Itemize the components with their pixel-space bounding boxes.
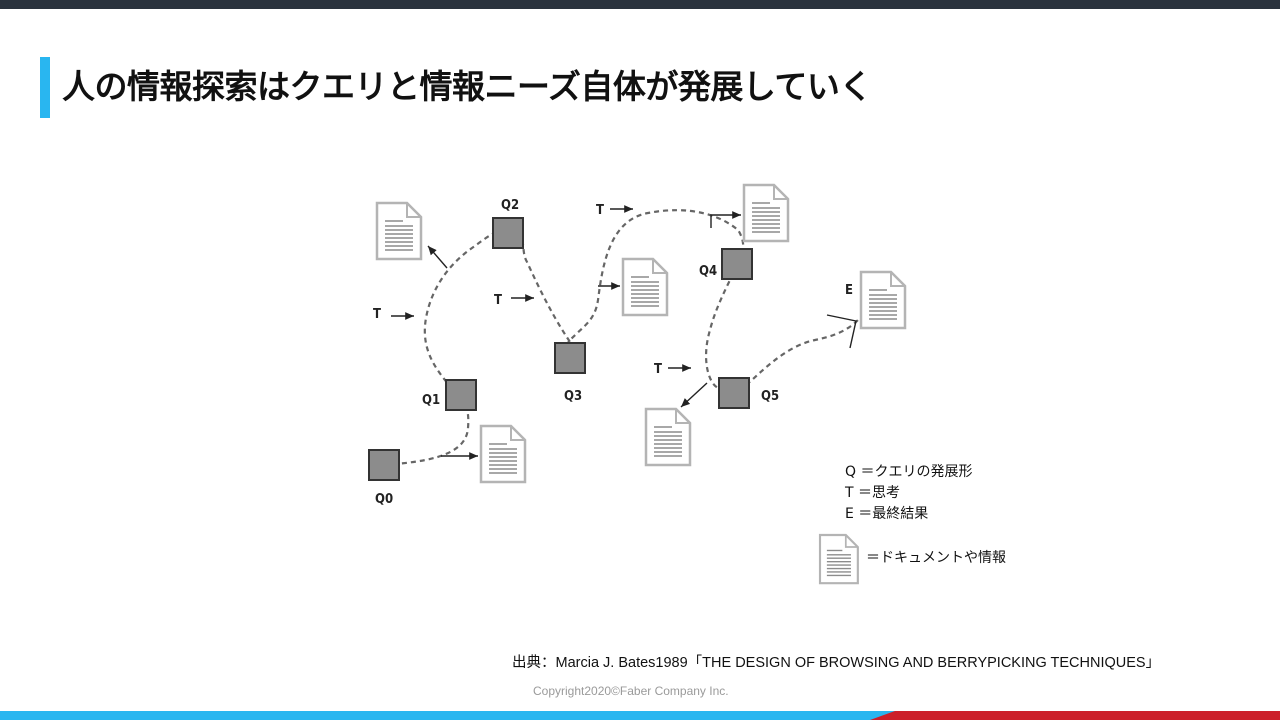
copyright: Copyright2020©Faber Company Inc. [533, 684, 729, 698]
title-accent-bar [40, 57, 50, 118]
query-box-q0 [368, 449, 400, 481]
label-q0: Q0 [375, 492, 393, 507]
label-q5: Q5 [761, 389, 779, 404]
slide-title: 人の情報探索はクエリと情報ニーズ自体が発展していく [62, 67, 872, 106]
legend: Q ＝クエリの発展形 T ＝思考 E ＝最終結果 [845, 462, 972, 525]
label-e: E [845, 283, 853, 298]
query-box-q5 [718, 377, 750, 409]
query-box-q1 [445, 379, 477, 411]
top-bar [0, 0, 1280, 9]
query-box-q3 [554, 342, 586, 374]
arrow-to-end [826, 314, 857, 349]
label-t: T [654, 362, 662, 377]
document-icon [375, 201, 423, 261]
legend-document-icon [818, 533, 859, 585]
search-path [383, 209, 859, 467]
document-icon [859, 270, 907, 330]
label-q1: Q1 [422, 393, 440, 408]
arrow-to-doc [680, 382, 708, 408]
legend-doc: ＝ドキュメントや情報 [866, 550, 1006, 566]
document-icon [742, 183, 790, 243]
bottom-bar-red [870, 711, 1280, 720]
label-t: T [373, 307, 381, 322]
arrow-to-doc [427, 245, 448, 269]
document-icon [621, 257, 669, 317]
label-t: T [596, 203, 604, 218]
legend-q: Q ＝クエリの発展形 [845, 464, 973, 480]
source-citation: 出典：Marcia J. Bates1989「THE DESIGN OF BRO… [512, 655, 1161, 671]
document-icon [644, 407, 692, 467]
arrow-to-doc [710, 211, 741, 228]
document-icon [479, 424, 527, 484]
label-q3: Q3 [564, 389, 582, 404]
label-q4: Q4 [699, 264, 717, 279]
legend-e: E ＝最終結果 [845, 506, 929, 522]
legend-t: T ＝思考 [845, 485, 901, 501]
query-box-q2 [492, 217, 524, 249]
label-t: T [494, 293, 502, 308]
label-q2: Q2 [501, 198, 519, 213]
bottom-bar-blue [0, 711, 1280, 720]
query-box-q4 [721, 248, 753, 280]
